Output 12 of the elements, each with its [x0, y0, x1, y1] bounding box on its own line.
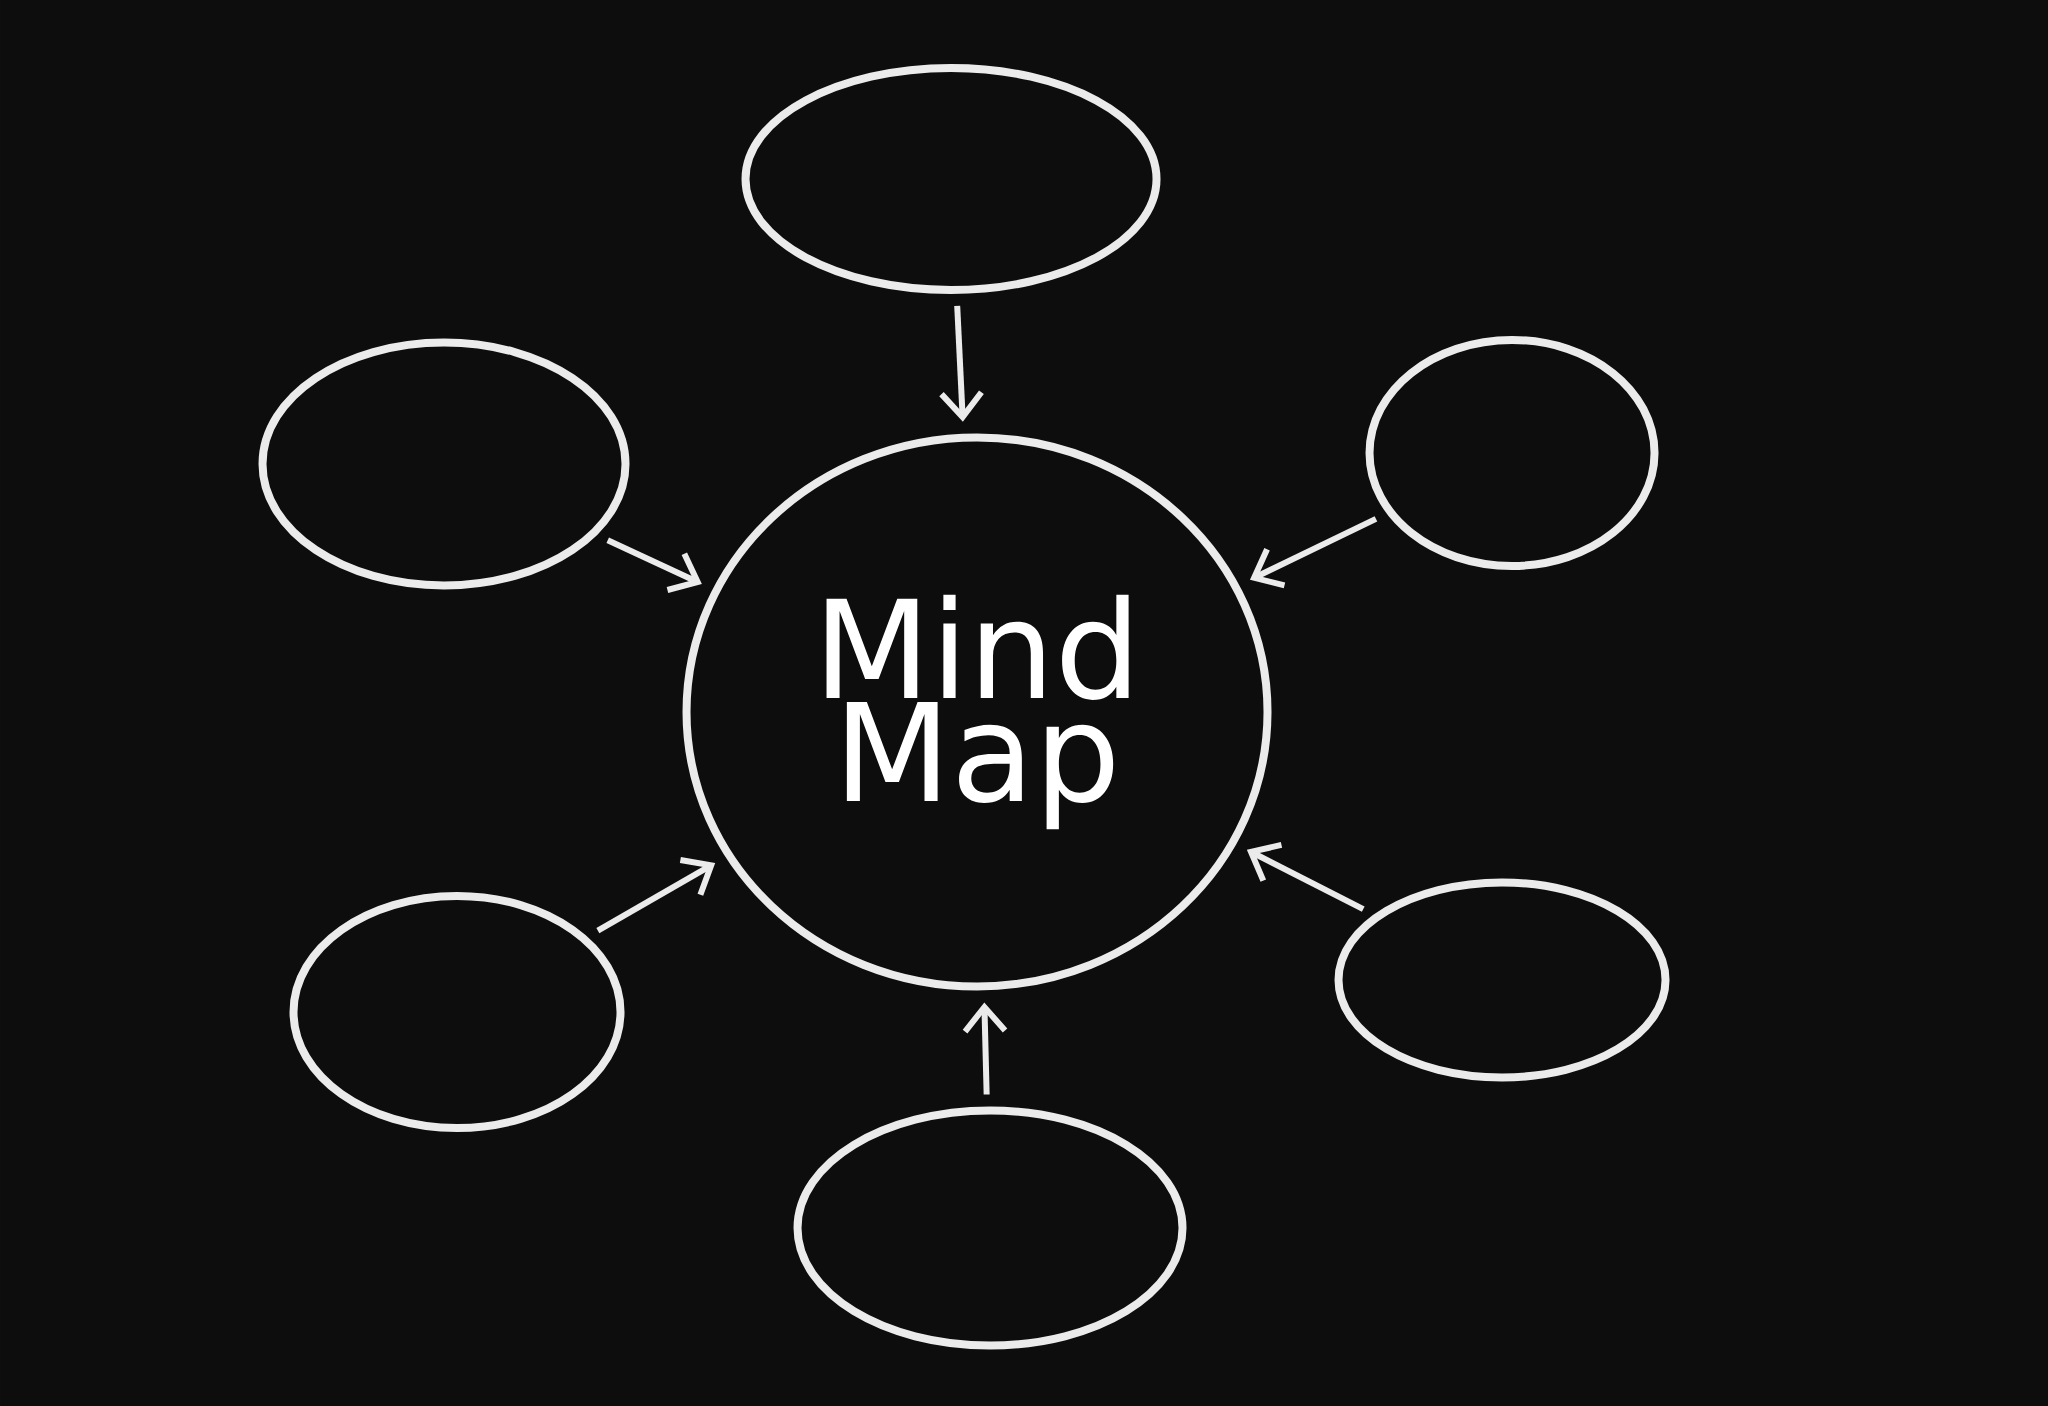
- arrow: [1246, 842, 1365, 912]
- empty-ellipse: [741, 63, 1161, 294]
- empty-ellipse: [289, 892, 625, 1132]
- arrow: [962, 1002, 1008, 1095]
- arrow: [606, 537, 702, 593]
- arrow: [596, 857, 716, 934]
- empty-ellipse: [1334, 878, 1670, 1082]
- arrow: [1249, 516, 1378, 589]
- empty-ellipse: [258, 338, 630, 590]
- empty-ellipse: [1365, 336, 1659, 570]
- empty-ellipse: [793, 1106, 1187, 1350]
- arrow: [939, 305, 984, 422]
